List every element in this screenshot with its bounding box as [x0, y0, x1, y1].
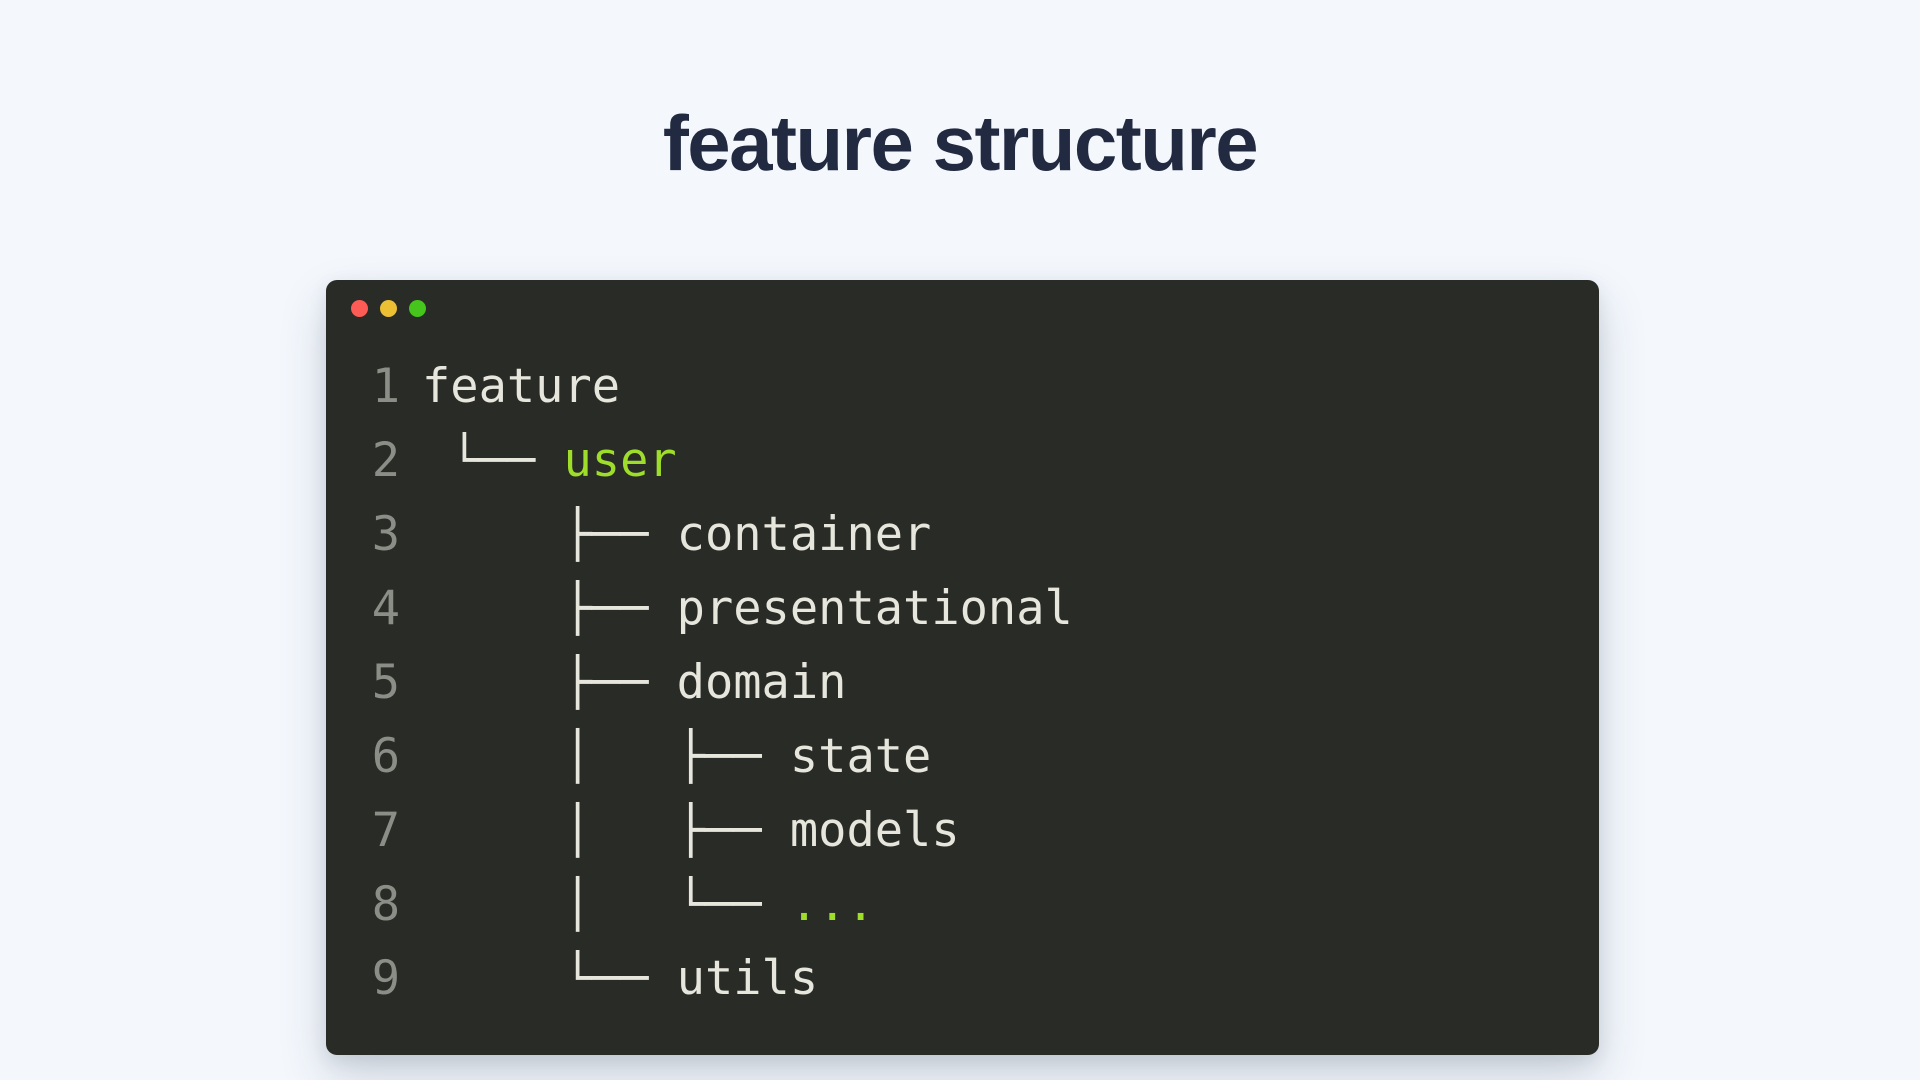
close-button-icon[interactable] — [351, 299, 368, 317]
tree-branch-glyph: └── — [422, 433, 564, 488]
tree-branch-glyph: ├── — [422, 655, 677, 710]
tree-branch-glyph: │ ├── — [422, 803, 790, 858]
line-number: 1 — [371, 359, 400, 414]
code-line: 9 └── utils — [326, 942, 1599, 1016]
tree-branch-glyph: ├── — [422, 507, 677, 562]
minimize-button-icon[interactable] — [380, 299, 397, 317]
tree-node-label: presentational — [676, 581, 1073, 636]
code-line-text: ├── domain — [422, 646, 846, 720]
line-number: 6 — [371, 729, 400, 784]
code-line: 2 └── user — [326, 424, 1599, 498]
code-line-text: └── utils — [422, 942, 818, 1016]
line-number: 7 — [371, 803, 400, 858]
code-line: 6 │ ├── state — [326, 720, 1599, 794]
code-line-text: ├── presentational — [422, 572, 1073, 646]
code-line: 1 feature — [326, 350, 1599, 424]
code-line-text: │ ├── models — [422, 794, 960, 868]
line-number: 8 — [371, 877, 400, 932]
code-line: 8 │ └── ... — [326, 868, 1599, 942]
tree-branch-glyph: ├── — [422, 581, 677, 636]
line-number: 4 — [371, 581, 400, 636]
code-line: 3 ├── container — [326, 498, 1599, 572]
code-line-text: ├── container — [422, 498, 931, 572]
tree-node-label: ... — [789, 877, 875, 932]
code-line: 5 ├── domain — [326, 646, 1599, 720]
tree-node-label: state — [789, 729, 932, 784]
maximize-button-icon[interactable] — [409, 299, 426, 317]
line-number: 3 — [371, 507, 400, 562]
tree-node-label: user — [563, 433, 677, 488]
code-line-text: │ └── ... — [422, 868, 875, 942]
line-number: 5 — [371, 655, 400, 710]
terminal-titlebar — [326, 280, 1599, 336]
tree-node-label: utils — [676, 951, 819, 1006]
tree-branch-glyph: │ ├── — [422, 729, 790, 784]
tree-branch-glyph: └── — [422, 951, 677, 1006]
code-line-text: │ ├── state — [422, 720, 931, 794]
code-line: 4 ├── presentational — [326, 572, 1599, 646]
page-title: feature structure — [662, 99, 1259, 187]
line-number: 9 — [371, 951, 400, 1006]
line-number: 2 — [371, 433, 400, 488]
code-line-text: └── user — [422, 424, 677, 498]
tree-node-label: models — [789, 803, 960, 858]
tree-node-label: domain — [676, 655, 847, 710]
code-line: 7 │ ├── models — [326, 794, 1599, 868]
tree-node-label: container — [676, 507, 932, 562]
tree-node-label: feature — [422, 359, 621, 414]
code-line-text: feature — [422, 350, 620, 424]
tree-branch-glyph: │ └── — [422, 877, 790, 932]
